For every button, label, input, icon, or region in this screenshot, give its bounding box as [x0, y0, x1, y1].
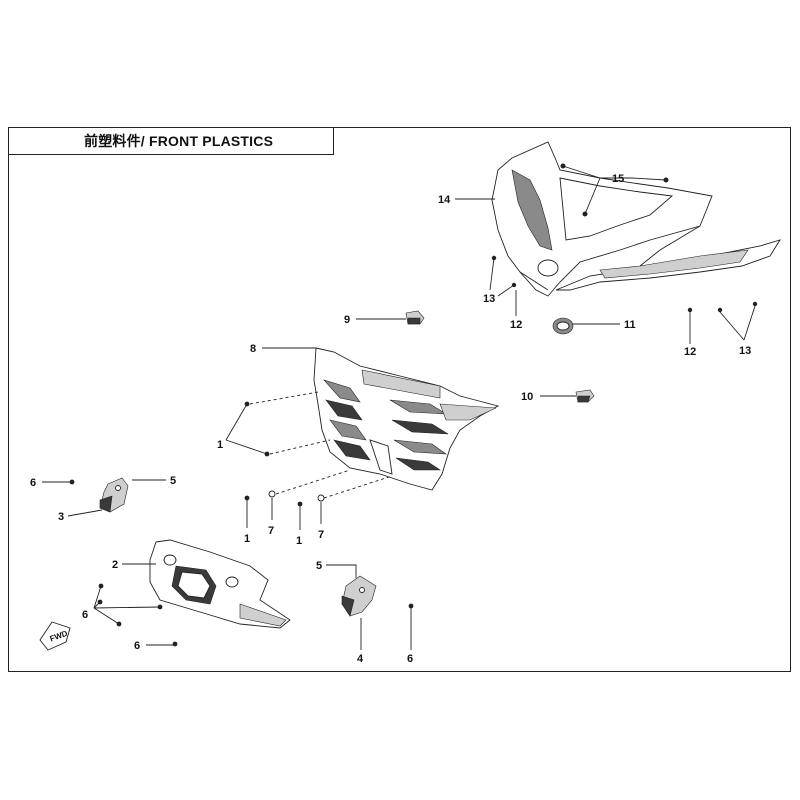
callout-1-top: 1	[217, 439, 223, 451]
fasteners	[69, 255, 758, 647]
callout-6-top-left: 6	[30, 477, 36, 489]
bracket-part-4	[341, 575, 377, 617]
callout-3: 3	[58, 511, 64, 523]
fwd-arrow: FWD	[39, 621, 71, 651]
callout-13-left: 13	[483, 293, 495, 305]
callout-11: 11	[624, 319, 636, 331]
callout-10: 10	[521, 391, 533, 403]
callout-labels: 14 15 13 12 11 12 13 9 8 10 1 1 7 1 7 6 …	[30, 173, 751, 665]
callout-14: 14	[438, 194, 451, 206]
page-title: 前塑料件/ FRONT PLASTICS	[84, 133, 274, 149]
callout-13-right: 13	[739, 345, 751, 357]
front-fairing-part-14	[491, 141, 782, 297]
callout-9: 9	[344, 314, 350, 326]
callout-6-right: 6	[407, 653, 413, 665]
callout-6-multi: 6	[82, 609, 88, 621]
lower-bumper-part-2	[149, 539, 291, 629]
clip-part-9	[405, 310, 425, 325]
clip-part-10	[575, 389, 595, 403]
callout-8: 8	[250, 343, 256, 355]
front-grille-part-8	[313, 347, 500, 491]
callout-7-right: 7	[318, 529, 324, 541]
callout-5-top-left: 5	[170, 475, 176, 487]
callout-4: 4	[357, 653, 364, 665]
callout-12-left: 12	[510, 319, 522, 331]
leader-lines	[42, 165, 756, 650]
drawing-frame	[8, 127, 791, 672]
grommet-part-11	[552, 317, 574, 335]
title-box	[8, 127, 334, 155]
callout-5-right: 5	[316, 560, 322, 572]
callout-1-lower-left: 1	[244, 533, 250, 545]
callout-1-lower-right: 1	[296, 535, 302, 547]
callout-7-left: 7	[268, 525, 274, 537]
callout-15: 15	[612, 173, 624, 185]
callout-2: 2	[112, 559, 118, 571]
callout-12-right: 12	[684, 346, 696, 358]
bracket-part-3	[99, 477, 129, 513]
callout-6-bottom: 6	[134, 640, 140, 652]
